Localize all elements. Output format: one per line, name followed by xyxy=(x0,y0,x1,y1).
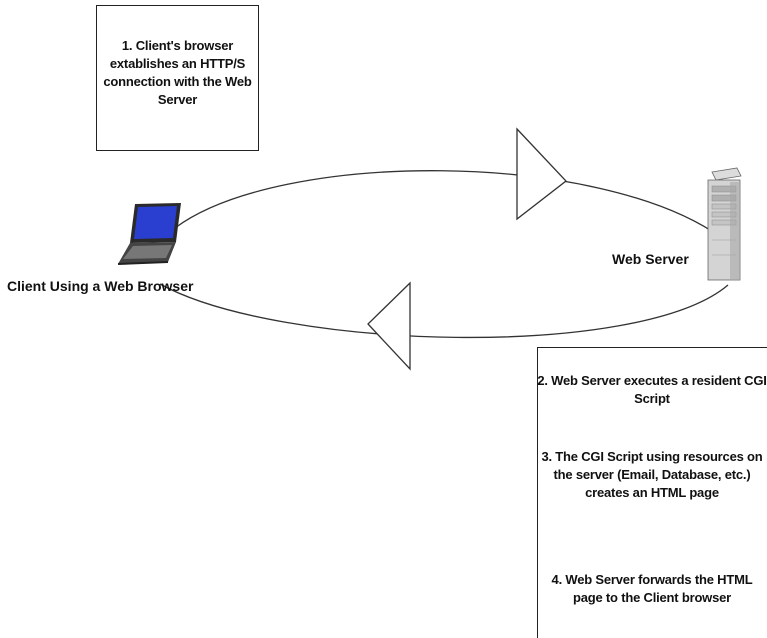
response-arrowhead xyxy=(367,281,411,371)
step2-text: 2. Web Server executes a resident CGI Sc… xyxy=(537,373,767,406)
step1-text: 1. Client's browser extablishes an HTTP/… xyxy=(103,38,252,107)
step3-text: 3. The CGI Script using resources on the… xyxy=(541,449,763,500)
response-arc xyxy=(159,283,729,339)
server-tower-icon xyxy=(707,167,742,281)
request-arc xyxy=(174,170,723,239)
step4-text: 4. Web Server forwards the HTML page to … xyxy=(551,572,753,605)
request-arrowhead xyxy=(516,127,567,221)
client-label: Client Using a Web Browser xyxy=(7,278,194,294)
laptop-icon xyxy=(117,203,181,265)
server-label: Web Server xyxy=(612,251,689,267)
steps-box xyxy=(537,347,767,638)
step1-box xyxy=(96,5,259,151)
